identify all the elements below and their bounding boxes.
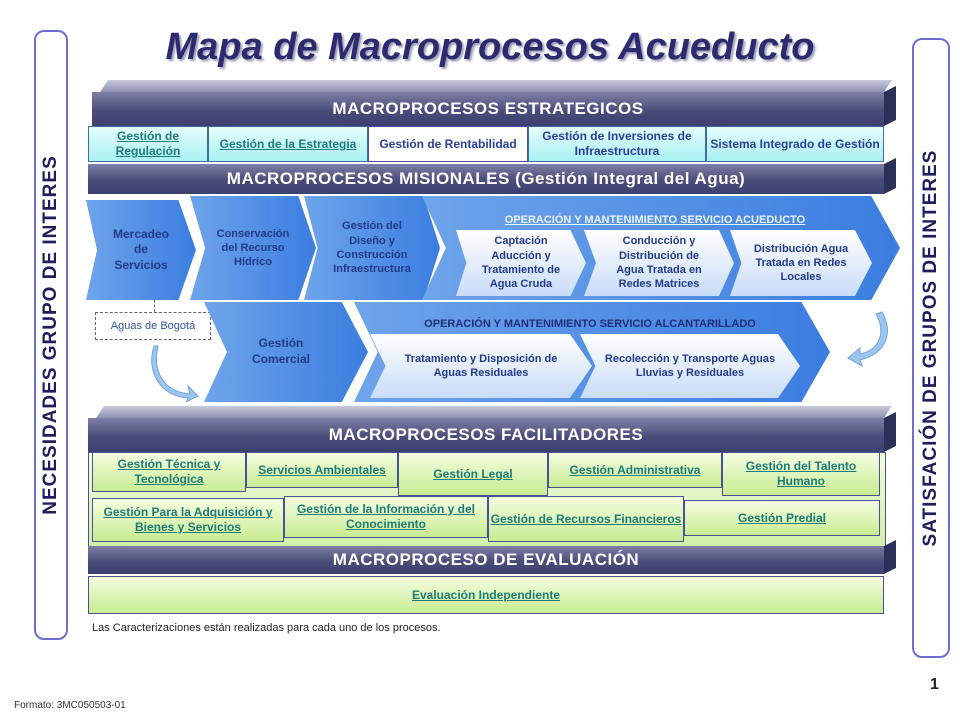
right-sidebar: SATISFACIÓN DE GRUPOS DE INTERES xyxy=(912,38,950,658)
facilitadores-header: MACROPROCESOS FACILITADORES xyxy=(88,418,884,452)
gestion-legal[interactable]: Gestión Legal xyxy=(398,452,548,496)
gestion-diseno[interactable]: Gestión del Diseño y Construcción Infrae… xyxy=(304,196,440,300)
caracterizaciones-note: Las Caracterizaciones están realizadas p… xyxy=(92,622,441,634)
facilitadores-header-text: MACROPROCESOS FACILITADORES xyxy=(328,425,644,444)
alcantarillado-title: OPERACIÓN Y MANTENIMIENTO SERVICIO ALCAN… xyxy=(424,318,756,330)
misionales-header: MACROPROCESOS MISIONALES (Gestión Integr… xyxy=(88,164,884,194)
aguas-bogota[interactable]: Aguas de Bogotá xyxy=(95,312,211,340)
gestion-tecnica[interactable]: Gestión Técnica y Tecnológica xyxy=(92,452,246,492)
gestion-administrativa[interactable]: Gestión Administrativa xyxy=(548,452,722,488)
left-sidebar-label: NECESIDADES GRUPO DE INTERES xyxy=(40,155,61,515)
page-number: 1 xyxy=(930,676,939,693)
captacion-label: Captación Aducción y Tratamiento de Agua… xyxy=(481,235,561,291)
gestion-talento-humano[interactable]: Gestión del Talento Humano xyxy=(722,452,880,496)
misionales-header-text: MACROPROCESOS MISIONALES (Gestión Integr… xyxy=(226,169,746,188)
gestion-predial[interactable]: Gestión Predial xyxy=(684,500,880,536)
gestion-informacion[interactable]: Gestión de la Información y del Conocimi… xyxy=(284,496,488,538)
left-sidebar: NECESIDADES GRUPO DE INTERES xyxy=(34,30,68,640)
estrategicos-row: Gestión de Regulación Gestión de la Estr… xyxy=(88,126,884,162)
recoleccion-transporte[interactable]: Recolección y Transporte Aguas Lluvias y… xyxy=(580,334,800,398)
recoleccion-label: Recolección y Transporte Aguas Lluvias y… xyxy=(604,352,776,379)
conduccion-label: Conducción y Distribución de Agua Tratad… xyxy=(616,235,702,291)
conduccion[interactable]: Conducción y Distribución de Agua Tratad… xyxy=(584,230,734,296)
comercial-label: Gestión Comercial xyxy=(251,336,311,366)
conservacion-recurso[interactable]: Conservación del Recurso Hídrico xyxy=(190,196,316,300)
gestion-rentabilidad[interactable]: Gestión de Rentabilidad xyxy=(368,126,528,162)
estrategicos-header: MACROPROCESOS ESTRATEGICOS xyxy=(92,92,884,126)
distribucion-label: Distribución Agua Tratada en Redes Local… xyxy=(753,242,849,284)
gestion-estrategia[interactable]: Gestión de la Estrategia xyxy=(208,126,368,162)
right-sidebar-label: SATISFACIÓN DE GRUPOS DE INTERES xyxy=(920,149,941,547)
mercadeo-servicios[interactable]: Mercadeo de Servicios xyxy=(86,200,196,300)
connector-line xyxy=(154,300,155,312)
tratamiento-disposicion[interactable]: Tratamiento y Disposición de Aguas Resid… xyxy=(370,334,592,398)
conservacion-label: Conservación del Recurso Hídrico xyxy=(216,227,290,269)
page-title: Mapa de Macroprocesos Acueducto xyxy=(165,26,815,68)
tratamiento-label: Tratamiento y Disposición de Aguas Resid… xyxy=(404,352,558,379)
sistema-integrado[interactable]: Sistema Integrado de Gestión xyxy=(706,126,884,162)
gestion-inversiones[interactable]: Gestión de Inversiones de Infraestructur… xyxy=(528,126,706,162)
cycle-arrow-right-icon xyxy=(847,311,888,368)
cycle-arrow-left-icon xyxy=(151,345,199,402)
mercadeo-label: Mercadeo de Servicios xyxy=(112,226,170,272)
footer-format: Formato: 3MC050503-01 xyxy=(14,700,126,711)
captacion[interactable]: Captación Aducción y Tratamiento de Agua… xyxy=(456,230,586,296)
diseno-label: Gestión del Diseño y Construcción Infrae… xyxy=(333,220,411,276)
evaluacion-independiente[interactable]: Evaluación Independiente xyxy=(88,576,884,614)
acueducto-title[interactable]: OPERACIÓN Y MANTENIMIENTO SERVICIO ACUED… xyxy=(504,214,806,226)
gestion-regulacion[interactable]: Gestión de Regulación xyxy=(88,126,208,162)
gestion-recursos-financieros[interactable]: Gestión de Recursos Financieros xyxy=(488,496,684,542)
estrategicos-header-text: MACROPROCESOS ESTRATEGICOS xyxy=(332,99,644,118)
evaluacion-header-text: MACROPROCESO DE EVALUACIÓN xyxy=(332,550,640,569)
gestion-comercial[interactable]: Gestión Comercial xyxy=(204,302,368,402)
evaluacion-header: MACROPROCESO DE EVALUACIÓN xyxy=(88,546,884,574)
servicios-ambientales[interactable]: Servicios Ambientales xyxy=(246,452,398,488)
gestion-adquisicion[interactable]: Gestión Para la Adquisición y Bienes y S… xyxy=(92,498,284,542)
distribucion[interactable]: Distribución Agua Tratada en Redes Local… xyxy=(730,230,872,296)
